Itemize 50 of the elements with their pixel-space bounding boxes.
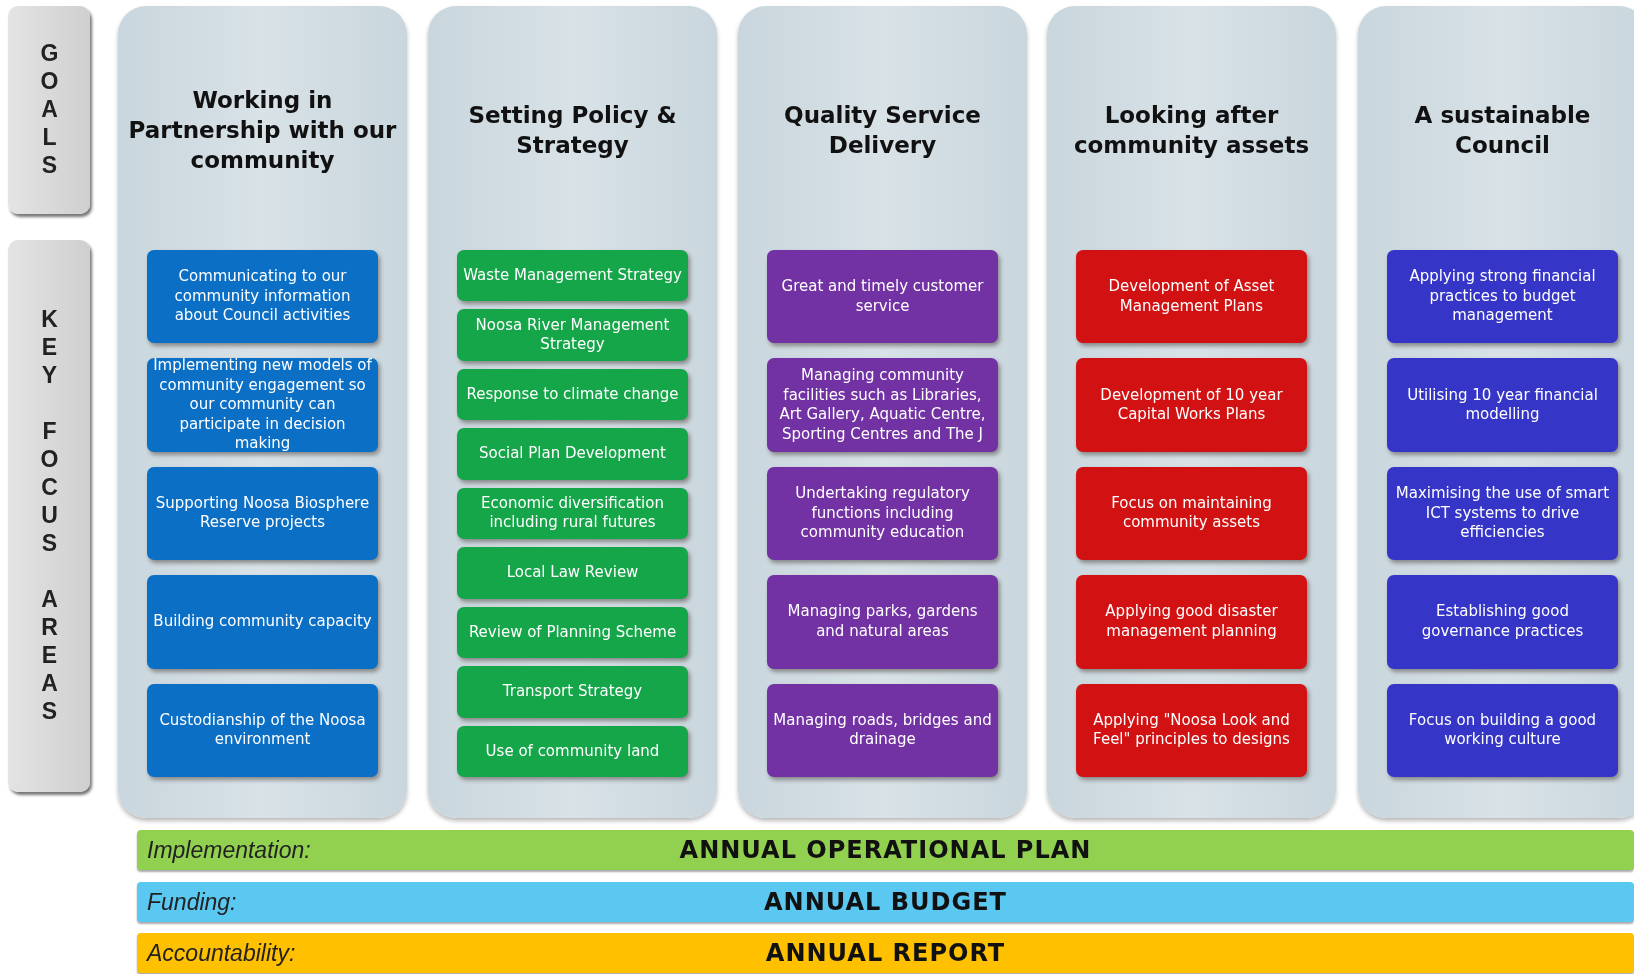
focus-area-card: Focus on building a good working culture — [1387, 683, 1618, 777]
plan-band — [137, 933, 1634, 973]
goal-heading: Working in Partnership with our community — [127, 86, 398, 175]
focus-area-card: Social Plan Development — [457, 428, 688, 480]
band-title: ANNUAL BUDGET — [764, 888, 1007, 916]
focus-area-card: Noosa River Management Strategy — [457, 309, 688, 361]
focus-area-card: Use of community land — [457, 725, 688, 777]
focus-area-card: Local Law Review — [457, 547, 688, 599]
goal-panel — [1047, 6, 1336, 818]
focus-area-card: Communicating to our community information about Council activities — [147, 250, 378, 344]
focus-area-card: Economic diversification including rural futures — [457, 487, 688, 540]
focus-area-card: Transport Strategy — [457, 666, 688, 718]
goal-panel — [118, 6, 407, 818]
goal-panel — [428, 6, 717, 818]
focus-area-card: Applying "Noosa Look and Feel" principles to designs — [1076, 683, 1307, 777]
plan-band — [137, 830, 1634, 870]
band-label: Implementation: — [147, 836, 311, 864]
focus-area-card: Applying good disaster management planning — [1076, 575, 1307, 669]
focus-area-card: Development of Asset Management Plans — [1076, 250, 1307, 344]
focus-area-card: Implementing new models of community engagement so our community can participate in decision making — [147, 358, 378, 452]
goal-panel — [1358, 6, 1634, 818]
goal-heading: A sustainable Council — [1413, 101, 1592, 160]
goal-heading: Quality Service Delivery — [783, 101, 982, 160]
goal-heading: Setting Policy & Strategy — [467, 101, 678, 160]
focus-area-card: Response to climate change — [457, 368, 688, 421]
goal-panel — [738, 6, 1027, 818]
focus-area-card: Managing parks, gardens and natural areas — [767, 575, 998, 669]
focus-area-card: Focus on maintaining community assets — [1076, 466, 1307, 561]
focus-area-card: Development of 10 year Capital Works Plans — [1076, 358, 1307, 452]
focus-area-card: Undertaking regulatory functions including community education — [767, 466, 998, 561]
side-tab: KEY FOCUS AREAS — [8, 240, 90, 792]
focus-area-card: Custodianship of the Noosa environment — [147, 683, 378, 777]
focus-area-card: Managing roads, bridges and drainage — [767, 683, 998, 777]
plan-band — [137, 882, 1634, 922]
goal-heading: Looking after community assets — [1072, 101, 1311, 160]
band-title: ANNUAL REPORT — [765, 939, 1006, 967]
side-tab: GOALS — [8, 6, 90, 214]
focus-area-card: Waste Management Strategy — [457, 250, 688, 302]
focus-area-card: Applying strong financial practices to budget management — [1387, 250, 1618, 344]
focus-area-card: Great and timely customer service — [767, 250, 998, 344]
focus-area-card: Maximising the use of smart ICT systems to drive efficiencies — [1387, 466, 1618, 561]
focus-area-card: Supporting Noosa Biosphere Reserve projects — [147, 466, 378, 561]
band-label: Accountability: — [147, 939, 296, 967]
focus-area-card: Managing community facilities such as Libraries, Art Gallery, Aquatic Centre, Sporting Centres and The J — [767, 358, 998, 452]
focus-area-card: Establishing good governance practices — [1387, 575, 1618, 669]
band-title: ANNUAL OPERATIONAL PLAN — [679, 836, 1092, 864]
focus-area-card: Utilising 10 year financial modelling — [1387, 358, 1618, 452]
focus-area-card: Building community capacity — [147, 575, 378, 669]
focus-area-card: Review of Planning Scheme — [457, 606, 688, 659]
band-label: Funding: — [147, 888, 237, 916]
